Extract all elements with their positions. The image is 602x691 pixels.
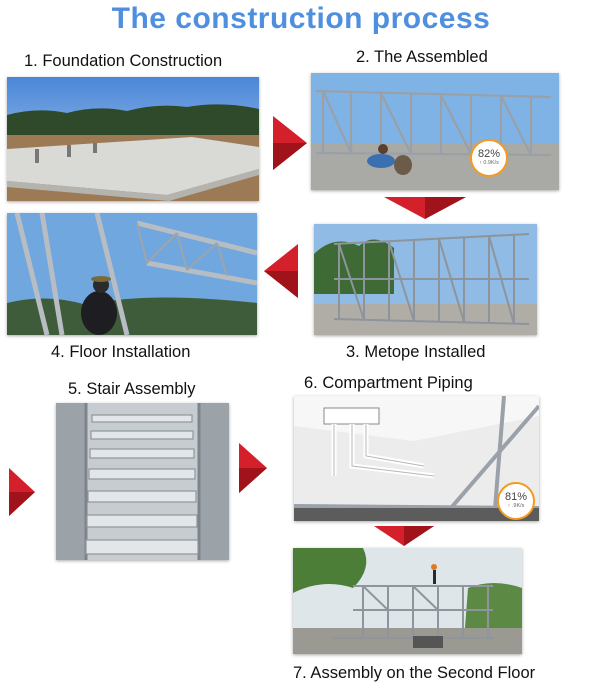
arrow-right-icon [9,468,35,521]
step-1-photo [7,77,259,201]
progress-badge-1: 82% ↑ 0.9K/s [470,139,508,177]
step-5-photo [56,403,229,560]
arrow-right-icon [239,443,267,498]
step-4-caption: 4. Floor Installation [51,343,191,361]
step-3-photo [314,224,537,335]
step-1-caption: 1. Foundation Construction [24,52,223,70]
step-4-photo [7,213,257,335]
step-2-caption: 2. The Assembled [356,48,488,66]
progress-badge-2: 81% ↑ .9K/s [497,482,535,520]
arrow-down-icon [384,197,466,224]
arrow-right-icon [273,116,307,175]
step-5-caption: 5. Stair Assembly [68,380,196,398]
step-3-caption: 3. Metope Installed [346,343,486,361]
step-2-photo [311,73,559,190]
page-title: The construction process [111,2,491,35]
step-7-photo [293,548,522,654]
step-6-photo [294,396,539,521]
arrow-left-icon [264,244,298,303]
arrow-down-icon [374,526,434,551]
step-6-caption: 6. Compartment Piping [304,374,473,392]
step-7-caption: 7. Assembly on the Second Floor [293,664,536,682]
